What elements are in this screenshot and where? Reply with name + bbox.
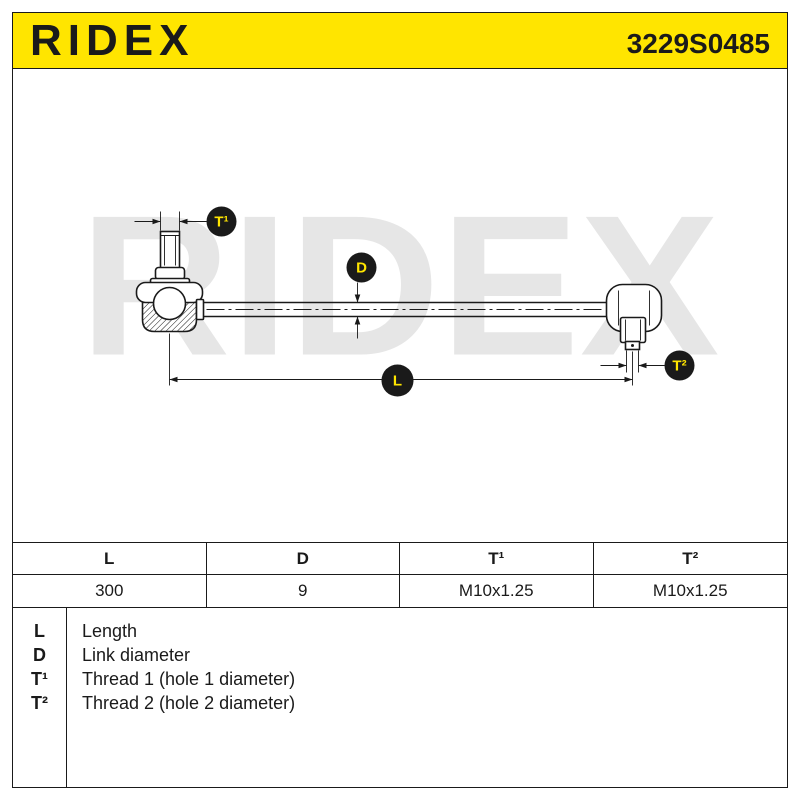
ball xyxy=(152,286,187,321)
legend-text: Link diameter xyxy=(82,645,191,665)
value-diameter: 9 xyxy=(207,575,400,607)
right-stud xyxy=(619,316,647,344)
drawing-area: RIDEX xyxy=(12,68,788,543)
legend-text: Thread 1 (hole 1 diameter) xyxy=(82,669,296,689)
left-stud xyxy=(159,230,181,270)
legend-text: Length xyxy=(82,621,138,641)
badge-length xyxy=(381,364,414,397)
badge-thread-2 xyxy=(664,350,695,381)
spec-table: L D T¹ T² 300 9 M10x1.25 M10x1.25 xyxy=(12,542,788,608)
badge-length-label: L xyxy=(393,373,402,390)
dimension-thread-2: T² xyxy=(600,350,695,381)
brand-logo: RIDEX xyxy=(30,16,195,65)
dimension-thread-1: T¹ xyxy=(134,206,237,237)
header-bar: RIDEX 3229S0485 xyxy=(12,12,788,69)
column-header-thread-1: T¹ xyxy=(400,543,594,575)
legend-key: T¹ xyxy=(31,669,48,689)
badge-thread-1 xyxy=(206,206,237,237)
badge-diameter xyxy=(346,252,377,283)
dimension-diameter: D xyxy=(346,252,377,339)
legend-text: Thread 2 (hole 2 diameter) xyxy=(82,693,296,713)
column-header-thread-2: T² xyxy=(593,543,787,575)
badge-thread-2-label: T² xyxy=(672,358,686,375)
legend-row: L Length xyxy=(13,619,787,643)
legend-row: T² Thread 2 (hole 2 diameter) xyxy=(13,691,787,715)
badge-diameter-label: D xyxy=(356,260,367,277)
legend: L Length D Link diameter T¹ Thread 1 (ho… xyxy=(12,607,788,788)
value-thread-2: M10x1.25 xyxy=(652,581,728,600)
column-header-length: L xyxy=(13,543,207,575)
badge-thread-1-label: T¹ xyxy=(214,214,228,231)
column-header-diameter: D xyxy=(206,543,400,575)
stabilizer-rod xyxy=(177,301,610,318)
part-number: 3229S0485 xyxy=(626,28,770,59)
link-diagram: RIDEX xyxy=(80,175,720,398)
value-thread-1: M10x1.25 xyxy=(400,575,594,607)
value-length: 300 xyxy=(13,575,207,607)
right-bushing-joint xyxy=(605,283,663,351)
left-ball-joint xyxy=(135,230,205,333)
legend-row: D Link diameter xyxy=(13,643,787,667)
right-stud-tip-dot xyxy=(631,344,634,347)
legend-divider xyxy=(66,608,67,787)
legend-row: T¹ Thread 1 (hole 1 diameter) xyxy=(13,667,787,691)
rod-end-flange xyxy=(195,298,205,321)
dimension-length: L xyxy=(169,333,633,397)
legend-key: T² xyxy=(31,693,48,713)
legend-key: L xyxy=(34,621,45,641)
legend-key: D xyxy=(33,645,46,665)
